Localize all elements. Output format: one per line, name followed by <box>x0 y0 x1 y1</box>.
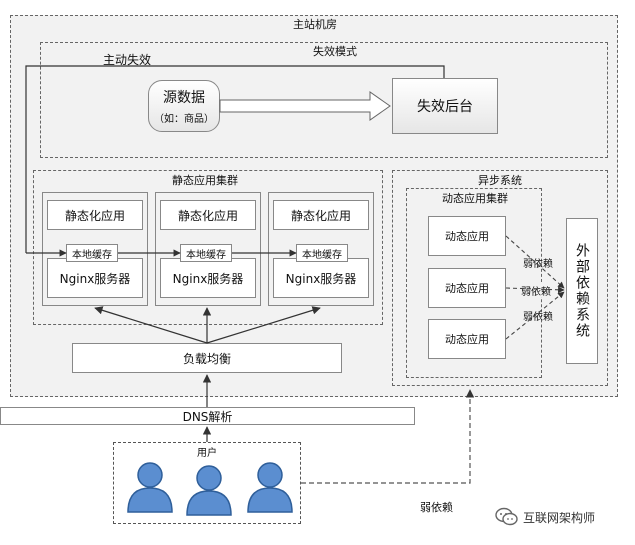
users-title: 用户 <box>197 447 217 459</box>
watermark-text: 互联网架构师 <box>523 510 596 525</box>
nginx-server-3: Nginx服务器 <box>273 258 369 298</box>
active-failure-label: 主动失效 <box>103 53 152 67</box>
users-region <box>113 442 301 524</box>
static-cluster-title: 静态应用集群 <box>172 174 238 187</box>
failure-backend-node: 失效后台 <box>392 78 498 134</box>
wechat-icon <box>495 507 518 526</box>
static-app-1: 静态化应用 <box>47 200 143 230</box>
source-data-title: 源数据 <box>163 90 205 106</box>
async-message-label: 异步消息 <box>285 100 329 113</box>
weak-dependency-line <box>301 389 475 484</box>
nginx-server-1: Nginx服务器 <box>47 258 143 298</box>
static-app-3: 静态化应用 <box>273 200 369 230</box>
external-dependency-label: 外部依赖系统 <box>574 243 590 339</box>
external-dependency-system: 外部依赖系统 <box>566 218 598 364</box>
source-data-node: 源数据 （如：商品） <box>148 80 220 132</box>
dynamic-cluster-title: 动态应用集群 <box>442 192 508 205</box>
local-cache-3: 本地缓存 <box>296 244 348 262</box>
failure-mode-title: 失效模式 <box>313 45 357 58</box>
load-balancer: 负载均衡 <box>72 343 342 373</box>
weak-dependency-bottom-label: 弱依赖 <box>420 501 453 514</box>
source-data-subtitle: （如：商品） <box>154 114 214 125</box>
local-cache-1: 本地缓存 <box>66 244 118 262</box>
dynamic-app-3: 动态应用 <box>428 319 506 359</box>
nginx-server-2: Nginx服务器 <box>160 258 256 298</box>
main-room-title: 主站机房 <box>293 18 337 31</box>
static-app-2: 静态化应用 <box>160 200 256 230</box>
dynamic-app-1: 动态应用 <box>428 216 506 256</box>
watermark: 互联网架构师 <box>495 505 630 529</box>
async-system-title: 异步系统 <box>478 174 522 187</box>
dns-resolution: DNS解析 <box>0 407 415 425</box>
dynamic-app-2: 动态应用 <box>428 268 506 308</box>
weak-dependency-label-1: 弱依赖 <box>523 258 553 270</box>
local-cache-2: 本地缓存 <box>180 244 232 262</box>
weak-dependency-label-2: 弱依赖 <box>514 283 558 298</box>
weak-dependency-label-3: 弱依赖 <box>523 311 553 323</box>
